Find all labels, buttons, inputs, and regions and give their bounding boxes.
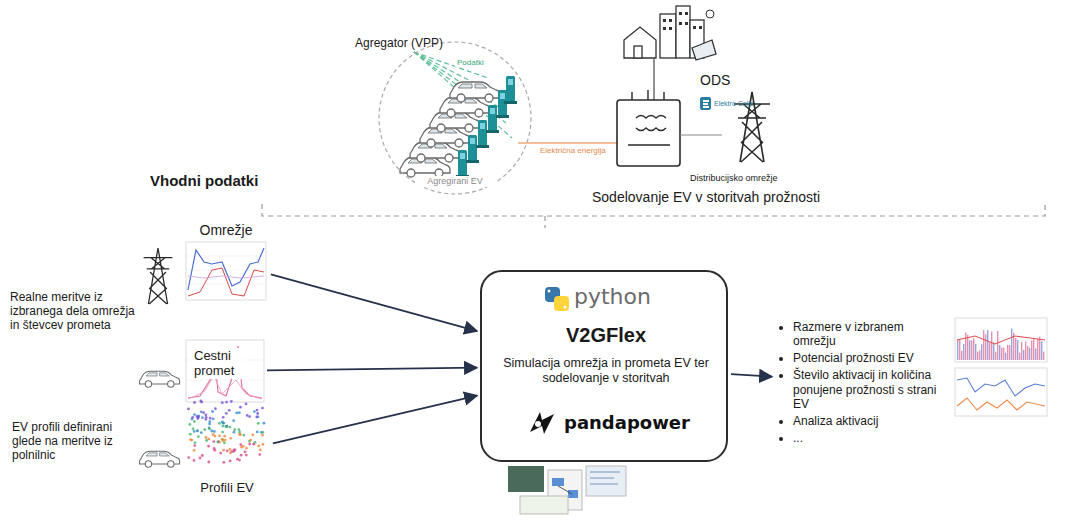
input-chart: Cestni promet: [186, 340, 264, 402]
node-heading: Agregirani EV: [415, 176, 495, 187]
bullet-row: Potencial prožnosti EV: [779, 351, 949, 365]
text-label: EV profili definirani glede na meritve i…: [12, 420, 137, 462]
connector-arrow: [273, 396, 477, 444]
node-text: V2GFlex: [482, 324, 730, 348]
bullet-dot: [779, 357, 783, 361]
text-label: Agregator (VPP): [355, 36, 443, 50]
text-label: Vhodni podatki: [150, 172, 258, 190]
bullet-dot: [779, 326, 783, 330]
node-heading: Profili EV: [184, 480, 270, 495]
text-label: Distribucijsko omrežje: [690, 173, 778, 184]
bullet-row: ...: [779, 431, 949, 445]
text-label: Podatki: [455, 58, 486, 67]
bullet-row: Razmere v izbranem omrežju: [779, 320, 949, 348]
connector-arrow: [271, 274, 477, 331]
result-item: Analiza aktivacij: [793, 414, 878, 428]
python-logo: [544, 286, 570, 312]
bullet-dot: [779, 420, 783, 424]
result-item: Potencial prožnosti EV: [793, 351, 914, 365]
tool-box: pythonV2GFlexSimulacija omrežja in prome…: [480, 270, 728, 462]
input-chart: Profili EV: [184, 404, 270, 504]
node-heading: Cestni promet: [192, 348, 244, 379]
bullet-dot: [779, 437, 783, 441]
text-label: ODS: [700, 72, 730, 89]
text-label: Sodelovanje EV v storitvah prožnosti: [592, 189, 820, 206]
result-item: Razmere v izbranem omrežju: [793, 320, 949, 348]
result-item: Število aktivacij in količina ponujene p…: [793, 368, 949, 410]
bullet-row: Analiza aktivacij: [779, 414, 949, 428]
input-chart: Omrežje: [184, 222, 268, 302]
node-heading: Omrežje: [184, 222, 268, 239]
pandapower-logo: [526, 408, 558, 436]
node-text: Simulacija omrežja in prometa EV ter sod…: [496, 356, 716, 386]
text-label: Realne meritve iz izbranega dela omrežja…: [10, 290, 135, 332]
text-label: Električna energija: [538, 146, 608, 155]
bullet-row: Število aktivacij in količina ponujene p…: [779, 368, 949, 410]
node-heading: python: [574, 284, 694, 310]
node-text: pandapower: [564, 412, 714, 433]
output-list: Razmere v izbranem omrežjuPotencial prož…: [775, 318, 953, 447]
result-item: ...: [793, 431, 803, 445]
connector-arrow: [731, 374, 772, 377]
text-label: Elektro Celje: [714, 100, 754, 108]
bullet-dot: [779, 374, 783, 378]
connector-arrow: [267, 368, 477, 371]
